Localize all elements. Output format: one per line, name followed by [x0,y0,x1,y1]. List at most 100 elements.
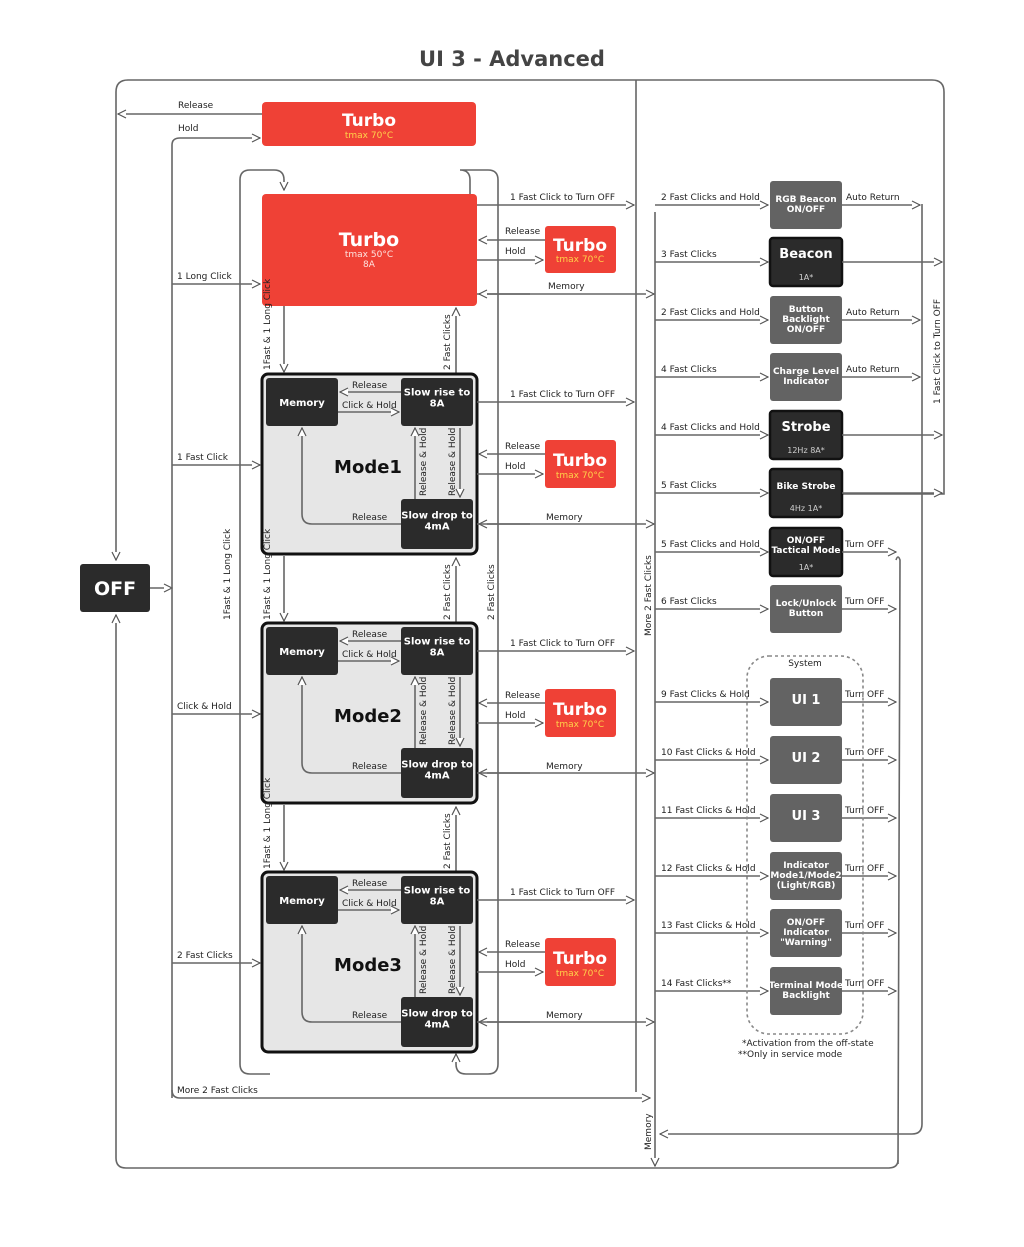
mode-drop-node [401,499,473,549]
label-1-fast-click: 1 Fast Click [177,453,229,463]
small-turbo-sub-0: tmax 70°C [556,255,604,265]
label-turn-off: 1 Fast Click to Turn OFF [510,390,615,400]
label-click-hold: Click & Hold [342,650,397,660]
right-out-label: Turn OFF [844,921,884,931]
right-node-label-line: ON/OFF [787,205,825,215]
top-turbo: Turbo tmax 70°C [262,102,476,146]
mode-name: Mode3 [334,955,402,976]
small-turbo-node [545,440,616,488]
right-node-sub: 12Hz 8A* [787,446,825,455]
right-node-label-line: ON/OFF [787,918,825,928]
right-node-label-line: Mode1/Mode2 [770,871,841,881]
big-turbo-sub1: tmax 50°C [345,250,393,260]
label-hold-top: Hold [178,124,199,134]
right-trigger-label: 13 Fast Clicks & Hold [661,921,756,931]
mode-memory-label: Memory [279,647,325,658]
big-turbo-label: Turbo [339,229,399,251]
big-turbo-node [262,194,477,306]
mode-drop-node [401,748,473,798]
label-release-turbo: Release [505,442,541,452]
mode-drop-label-line: Slow drop to [401,760,473,771]
right-node-label-line: UI 1 [792,693,821,708]
right-node-label-line: Charge Level [773,367,839,377]
right-node-box [770,353,842,401]
label-2-fast: 2 Fast Clicks [443,564,453,620]
label-fast-long: 1Fast & 1 Long Click [263,777,273,869]
label-release-hold-b: Release & Hold [448,677,458,745]
small-turbo-sub: tmax 70°C [556,471,604,481]
small-turbo-sub: tmax 70°C [556,720,604,730]
label-2-fast-0: 2 Fast Clicks [443,314,453,370]
label-hold-turbo: Hold [505,960,526,970]
right-node-label-line: Backlight [782,991,830,1001]
right-node-label-line: Terminal Mode [769,981,843,991]
right-node-label: Strobe [781,420,830,435]
right-node-box [770,585,842,633]
right-out-label: Turn OFF [844,864,884,874]
right-node-sub: 4Hz 1A* [790,504,822,513]
mode-drop-label-line: 4mA [424,771,449,782]
right-node-14: 14 Fast Clicks**Terminal ModeBacklightTu… [655,967,896,1015]
mode-memory-node [266,378,338,426]
mode-rise-node [401,378,473,426]
right-out-label: Auto Return [846,365,900,375]
label-hold-turbo: Hold [505,462,526,472]
label-fast-long: 1Fast & 1 Long Click [263,528,273,620]
right-node-label-line: Indicator [783,861,829,871]
right-trigger-label: 5 Fast Clicks [661,481,717,491]
right-out-label: Turn OFF [844,540,884,550]
right-node-box [770,852,842,900]
right-node-label-line: Beacon [779,247,832,262]
right-node-label: Beacon [779,247,832,262]
label-release-hold-a: Release & Hold [419,677,429,745]
top-turbo-sub: tmax 70°C [345,131,393,141]
right-node-label: UI 2 [792,751,821,766]
right-node-label-line: Bike Strobe [777,482,836,492]
right-node-sub: 1A* [799,563,814,572]
label-hold-turbo: Hold [505,711,526,721]
off-label: OFF [94,578,136,600]
right-node-box [770,181,842,229]
mode-drop-label-line: 4mA [424,1020,449,1031]
small-turbo-node [545,938,616,986]
right-node-label-line: (Light/RGB) [777,881,836,891]
label-more-2-fast-vertical: More 2 Fast Clicks [644,555,654,636]
right-node-label-line: Button [789,305,823,315]
label-release-turbo: Release [505,691,541,701]
right-trigger-label: 12 Fast Clicks & Hold [661,864,756,874]
label-release-bottom: Release [352,1011,388,1021]
label-fast-long-0: 1Fast & 1 Long Click [263,278,273,370]
mode-rise-label-line: Slow rise to [404,886,471,897]
right-node-label: Bike Strobe [777,482,836,492]
mode-memory-node [266,876,338,924]
label-hold-st0: Hold [505,247,526,257]
small-turbo-node-0 [545,226,616,273]
label-release-turbo: Release [505,940,541,950]
label-release: Release [352,630,388,640]
label-release-hold-a: Release & Hold [419,428,429,496]
mode-memory-node [266,627,338,675]
label-click-hold: Click & Hold [177,702,232,712]
right-node-label-line: Strobe [781,420,830,435]
outer-frame [116,79,945,1169]
mode-rise-label-line: 8A [430,897,445,908]
right-node-box [770,967,842,1015]
label-release-bottom: Release [352,513,388,523]
right-trigger-label: 2 Fast Clicks and Hold [661,308,760,318]
small-turbo-label: Turbo [553,451,607,471]
label-1-long-click: 1 Long Click [177,272,232,282]
system-label: System [788,659,822,669]
